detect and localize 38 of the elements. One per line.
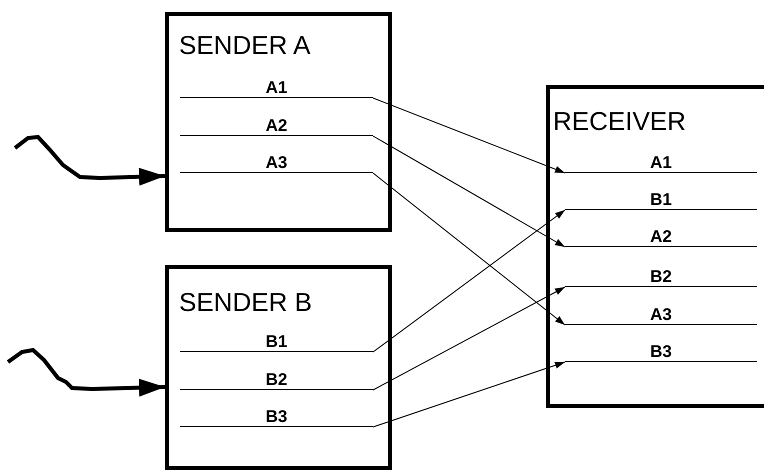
signal-line [565,307,757,325]
signal-label: B2 [264,371,288,389]
wavy-arrow [6,348,166,397]
signal-line [180,155,373,173]
signal-label: A3 [649,306,673,324]
connector-arrow [372,172,566,326]
connector-arrow [372,210,566,352]
signal-line [565,344,757,362]
signal-line [180,372,373,390]
signal-label: B3 [649,343,673,361]
signal-label: B1 [264,333,288,351]
block-box [165,265,392,470]
signal-line [180,409,373,427]
signal-label: A3 [264,154,288,172]
signal-label: A1 [649,154,673,172]
signal-line [565,155,757,173]
signal-line [565,269,757,287]
signal-line [565,192,757,210]
block-box [546,85,764,408]
signal-label: A2 [649,228,673,246]
signal-line [180,334,373,352]
signal-line [180,80,373,98]
signal-label: B1 [649,191,673,209]
connector-arrow [372,286,566,390]
connector-arrow [372,98,566,174]
signal-line [180,118,373,136]
signal-line [565,229,757,247]
signal-label: B2 [649,268,673,286]
connector-arrow [372,362,566,428]
block-title: SENDER A [179,30,310,60]
signal-label: A2 [264,117,288,135]
block-title: SENDER B [179,287,312,317]
wavy-arrow [14,134,166,186]
signal-label: B3 [264,408,288,426]
connector-arrow [372,136,566,248]
block-title: RECEIVER [553,106,686,136]
block-box [165,12,392,232]
signal-label: A1 [264,79,288,97]
